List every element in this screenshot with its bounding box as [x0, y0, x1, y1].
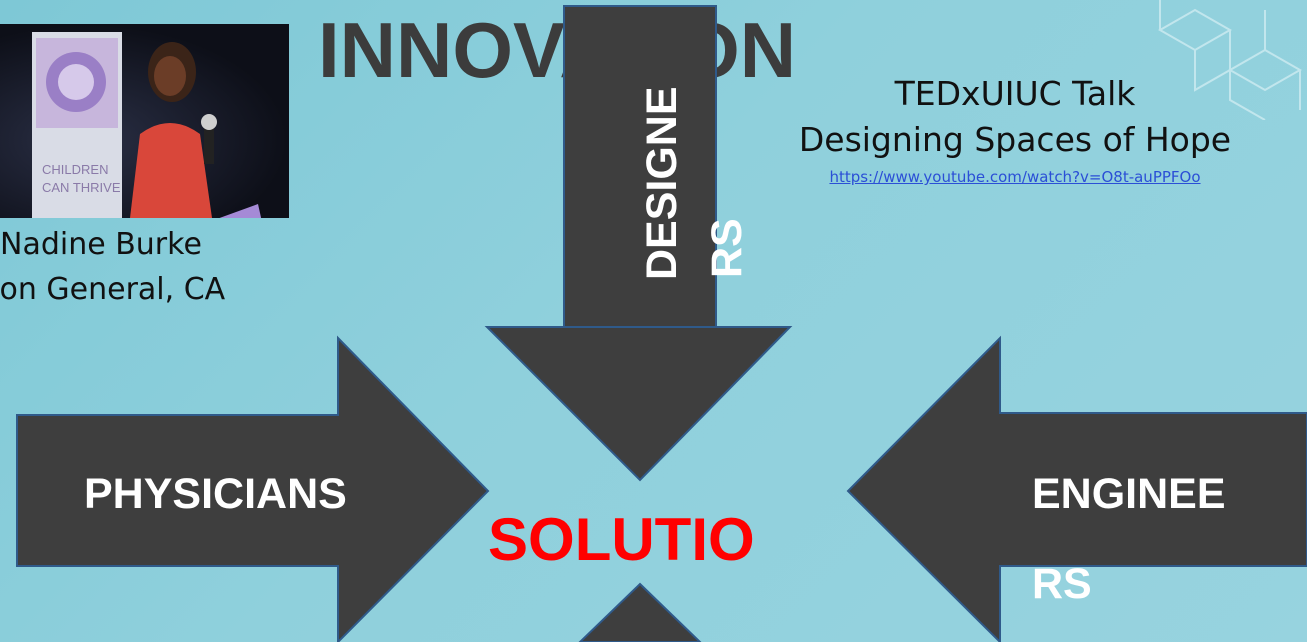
solution-label: SOLUTIO	[488, 506, 755, 573]
designers-label-2: RS	[703, 218, 751, 278]
bottom-arrow	[578, 582, 702, 642]
caption-line-2: geon General, CA	[0, 272, 226, 307]
engineers-arrow	[846, 335, 1307, 642]
svg-text:CAN THRIVE: CAN THRIVE	[42, 180, 121, 195]
designers-label-1: DESIGNE	[638, 86, 686, 280]
talk-info: TEDxUIUC Talk Designing Spaces of Hope h…	[760, 70, 1270, 186]
physicians-arrow	[16, 335, 490, 642]
svg-text:CHILDREN: CHILDREN	[42, 162, 108, 177]
talk-subtitle: Designing Spaces of Hope	[798, 120, 1232, 159]
talk-title: TEDxUIUC Talk	[894, 74, 1136, 113]
speaker-photo: CHILDREN CAN THRIVE	[0, 24, 289, 218]
cube-decoration-icon	[1157, 0, 1303, 120]
engineers-label-2: RS	[1032, 560, 1092, 608]
caption-line-1: Nadine Burke	[0, 227, 202, 262]
talk-link[interactable]: https://www.youtube.com/watch?v=O8t-auPP…	[829, 168, 1201, 186]
physicians-label: PHYSICIANS	[84, 470, 347, 518]
photo-caption: Nadine Burke geon General, CA	[0, 222, 352, 312]
engineers-label-1: ENGINEE	[1032, 470, 1226, 518]
speaker-photo-image: CHILDREN CAN THRIVE	[32, 32, 262, 218]
